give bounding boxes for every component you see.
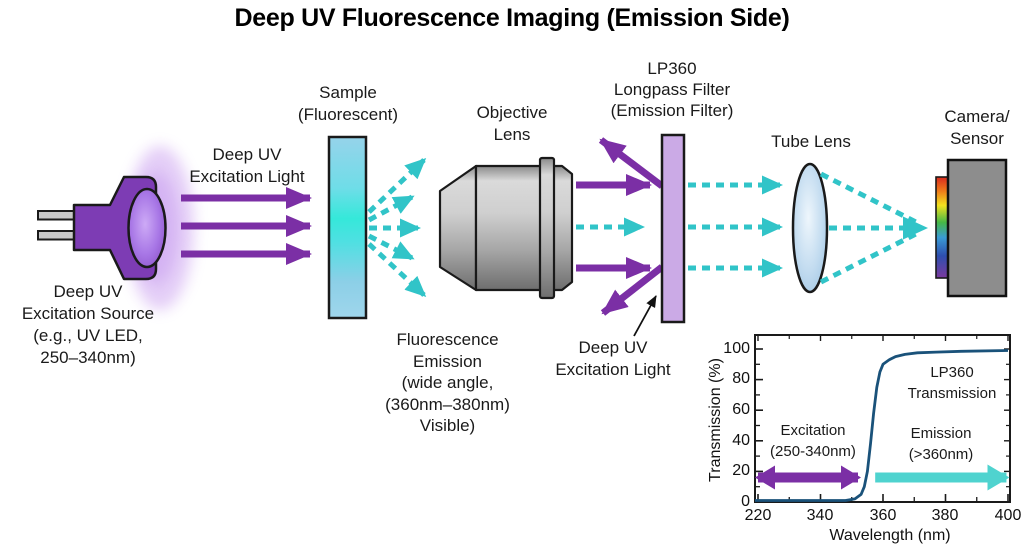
y-tick-40: 40 bbox=[732, 432, 750, 449]
page-title: Deep UV Fluorescence Imaging (Emission S… bbox=[234, 4, 790, 32]
sample-label: Sample(Fluorescent) bbox=[297, 83, 399, 124]
transmission-curve bbox=[755, 349, 1009, 502]
led-lens bbox=[127, 187, 167, 269]
sample-slide bbox=[327, 135, 368, 320]
y-tick-100: 100 bbox=[723, 340, 750, 357]
objective-lens-icon bbox=[438, 156, 574, 300]
objective-cone bbox=[438, 164, 478, 292]
y-tick-20: 20 bbox=[732, 462, 750, 479]
objective-ring bbox=[538, 156, 556, 300]
excitation-beam-arrows bbox=[181, 187, 312, 265]
objective-body bbox=[474, 164, 543, 292]
filter-pointer-line bbox=[633, 295, 657, 337]
fluorescence-fan-arrows bbox=[367, 157, 427, 298]
x-tick-380: 380 bbox=[931, 507, 959, 524]
chart-emission-annotation: Emission(>360nm) bbox=[908, 425, 974, 463]
objective-cap bbox=[551, 164, 574, 292]
x-tick-220: 220 bbox=[744, 507, 772, 524]
y-tick-80: 80 bbox=[732, 370, 750, 387]
tube-lens-label: Tube Lens bbox=[771, 132, 851, 151]
chart-y-axis-label: Transmission (%) bbox=[707, 358, 724, 482]
x-tick-400: 400 bbox=[994, 507, 1022, 524]
y-tick-0: 0 bbox=[741, 493, 750, 510]
excitation-source-icon bbox=[37, 146, 194, 310]
converging-beam-arrows bbox=[819, 171, 928, 285]
reflected-excitation-arrows bbox=[598, 137, 665, 316]
x-tick-360: 360 bbox=[869, 507, 897, 524]
objective-to-filter-beams bbox=[576, 174, 652, 279]
tube-lens-icon bbox=[791, 162, 829, 294]
x-tick-340: 340 bbox=[806, 507, 834, 524]
chart-excitation-annotation: Excitation(250-340nm) bbox=[770, 422, 856, 460]
camera-sensor-label: Camera/Sensor bbox=[944, 107, 1010, 148]
y-tick-60: 60 bbox=[732, 401, 750, 418]
camera-body bbox=[946, 158, 1008, 298]
filter-to-tubelens-arrows bbox=[688, 175, 783, 278]
chart-x-axis-label: Wavelength (nm) bbox=[829, 527, 951, 544]
transmission-chart bbox=[754, 334, 1011, 503]
longpass-filter bbox=[660, 133, 686, 324]
camera-icon bbox=[935, 158, 1008, 298]
